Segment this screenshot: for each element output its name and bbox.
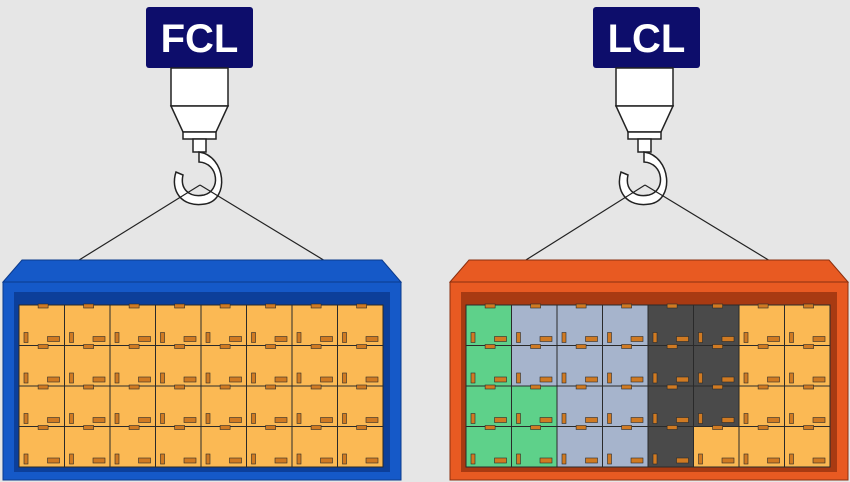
cargo-box	[337, 384, 384, 427]
fcl-slings	[62, 184, 341, 271]
cargo-box	[556, 344, 603, 387]
cargo-box	[200, 303, 247, 346]
fcl-label: FCL	[161, 17, 239, 61]
cargo-box	[64, 344, 111, 387]
cargo-box	[18, 303, 65, 346]
cargo-box	[647, 425, 694, 468]
cargo-box	[647, 303, 694, 346]
cargo-box	[291, 384, 338, 427]
cargo-box	[246, 425, 293, 468]
cargo-box	[784, 384, 831, 427]
cargo-box	[511, 384, 558, 427]
cargo-box	[465, 344, 512, 387]
cargo-box	[246, 384, 293, 427]
cargo-box	[784, 344, 831, 387]
cargo-box	[155, 384, 202, 427]
lcl-slings	[509, 184, 786, 271]
cargo-box	[465, 384, 512, 427]
cargo-box	[693, 344, 740, 387]
cargo-box	[291, 344, 338, 387]
cargo-box	[738, 425, 785, 468]
cargo-box	[64, 303, 111, 346]
cargo-box	[155, 303, 202, 346]
cargo-box	[465, 303, 512, 346]
cargo-box	[18, 384, 65, 427]
cargo-box	[602, 344, 649, 387]
cargo-box	[465, 425, 512, 468]
cargo-box	[246, 344, 293, 387]
cargo-box	[556, 425, 603, 468]
cargo-box	[556, 303, 603, 346]
cargo-box	[511, 425, 558, 468]
cargo-box	[64, 425, 111, 468]
cargo-box	[693, 303, 740, 346]
cargo-box	[64, 384, 111, 427]
fcl-panel: FCL	[1, 7, 403, 481]
cargo-box	[738, 384, 785, 427]
cargo-box	[200, 344, 247, 387]
cargo-box	[602, 303, 649, 346]
cargo-box	[337, 344, 384, 387]
cargo-box	[738, 303, 785, 346]
cargo-box	[155, 344, 202, 387]
cargo-box	[291, 425, 338, 468]
cargo-box	[155, 425, 202, 468]
cargo-box	[784, 425, 831, 468]
cargo-box	[602, 425, 649, 468]
cargo-box	[511, 303, 558, 346]
cargo-box	[109, 303, 156, 346]
cargo-box	[693, 384, 740, 427]
cargo-box	[693, 425, 740, 468]
cargo-box	[784, 303, 831, 346]
cargo-box	[109, 425, 156, 468]
lcl-crane-hook	[614, 67, 675, 206]
fcl-crane-hook	[169, 67, 230, 206]
cargo-box	[647, 384, 694, 427]
cargo-box	[647, 344, 694, 387]
cargo-box	[337, 303, 384, 346]
lcl-label: LCL	[608, 17, 686, 61]
cargo-box	[18, 425, 65, 468]
cargo-box	[602, 384, 649, 427]
cargo-box	[109, 384, 156, 427]
lcl-cargo	[465, 303, 831, 468]
lcl-container	[448, 259, 850, 481]
cargo-box	[200, 384, 247, 427]
lcl-panel: LCL	[448, 7, 850, 481]
fcl-cargo	[18, 303, 384, 468]
cargo-box	[200, 425, 247, 468]
cargo-box	[246, 303, 293, 346]
fcl-container	[1, 259, 403, 481]
lcl-label-badge: LCL	[593, 7, 700, 68]
cargo-box	[18, 344, 65, 387]
cargo-box	[556, 384, 603, 427]
cargo-box	[738, 344, 785, 387]
cargo-box	[291, 303, 338, 346]
cargo-box	[337, 425, 384, 468]
cargo-box	[511, 344, 558, 387]
cargo-box	[109, 344, 156, 387]
fcl-label-badge: FCL	[146, 7, 253, 68]
